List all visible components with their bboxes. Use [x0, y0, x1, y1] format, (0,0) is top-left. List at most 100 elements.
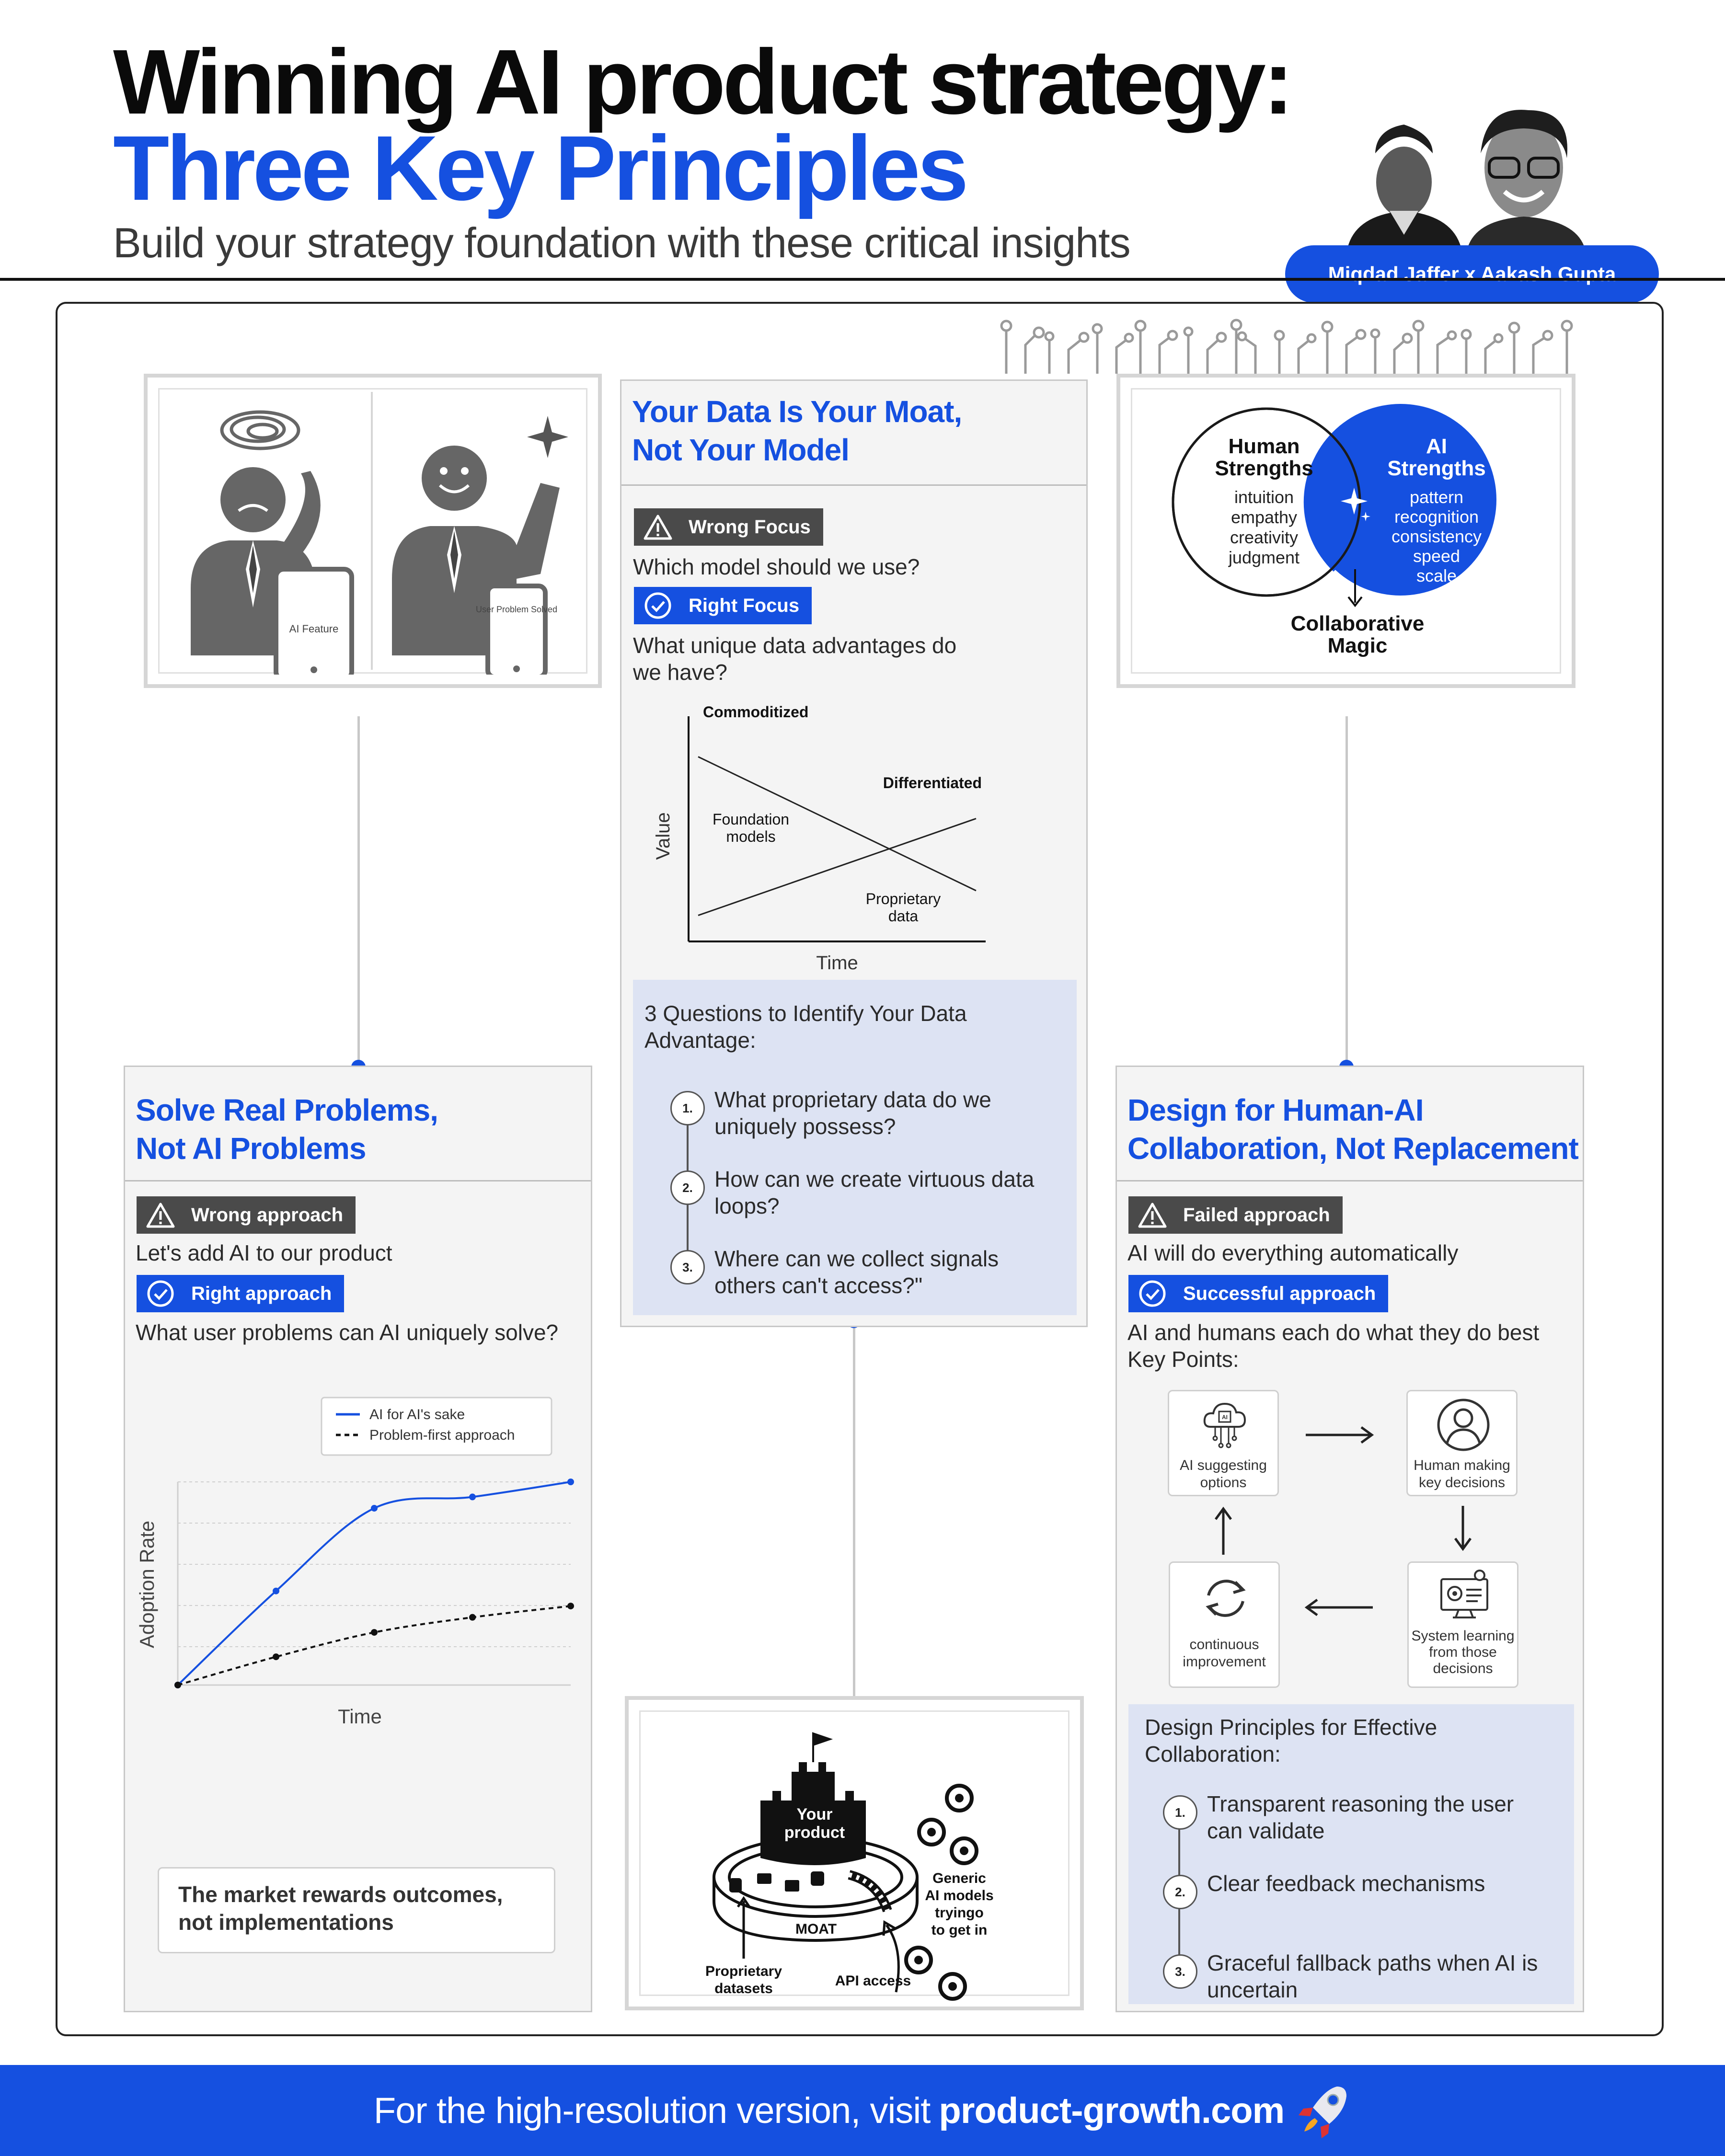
right-focus-text-1: What unique data advantages do: [633, 633, 957, 658]
wrong-approach-text: Let's add AI to our product: [136, 1240, 392, 1265]
foundation-models-label-1: Foundation: [713, 811, 789, 828]
list-item-text: How can we create virtuous data: [714, 1167, 1035, 1192]
list-item-text: Clear feedback mechanisms: [1207, 1871, 1485, 1896]
arrow-left-icon: [1304, 1598, 1318, 1617]
datasets-label-2: datasets: [714, 1981, 773, 1996]
venn-result-1: Collaborative: [1291, 612, 1425, 635]
list-number-badge: 1.: [1163, 1795, 1197, 1830]
page-subtitle: Build your strategy foundation with thes…: [113, 219, 1131, 266]
adoption-chart: AI for AI's sake Problem-first approach …: [136, 1397, 574, 1728]
adoption-data-point: [371, 1504, 378, 1512]
moat-label: MOAT: [795, 1921, 837, 1937]
list-item-text-cont: uncertain: [1207, 1977, 1298, 2002]
ai-circle: [1305, 404, 1496, 596]
adoption-data-point: [567, 1603, 574, 1610]
differentiated-label: Differentiated: [883, 774, 982, 791]
list-item-text: Transparent reasoning the user: [1207, 1791, 1514, 1816]
takeaway-line-1: The market rewards outcomes,: [178, 1882, 503, 1907]
failed-approach-text: AI will do everything automatically: [1127, 1240, 1459, 1265]
connector-line-left: [357, 716, 360, 1066]
adoption-data-point: [174, 1682, 181, 1688]
list-item-text: What proprietary data do we: [714, 1087, 991, 1112]
arrow-right-icon: [1360, 1426, 1374, 1444]
takeaway-box: The market rewards outcomes, not impleme…: [158, 1867, 555, 1953]
list-number-badge: 3.: [670, 1250, 705, 1284]
arrow-icon: [882, 1920, 897, 1936]
data-questions-title-1: 3 Questions to Identify Your Data: [644, 1001, 967, 1026]
authors-badge: Miqdad Jaffer x Aakash Gupta: [1285, 245, 1659, 303]
takeaway-line-2: not implementations: [178, 1909, 394, 1935]
solve-problems-card: Solve Real Problems, Not AI Problems Wro…: [124, 1066, 592, 2012]
successful-approach-label: Successful approach: [1183, 1283, 1376, 1304]
design-principles-box: [1128, 1704, 1574, 2004]
wrong-focus-text: Which model should we use?: [633, 554, 920, 579]
generic-label-2: AI models: [925, 1888, 993, 1904]
arrow-down-icon: [1347, 596, 1363, 608]
problem-illustration: AI Feature User Problem Solved: [144, 374, 602, 688]
foundation-models-label-2: models: [726, 828, 775, 845]
wrong-approach-label: Wrong approach: [191, 1204, 344, 1226]
page-title-highlight: Three Key Principles: [113, 116, 968, 219]
author-photo-2: [1466, 110, 1586, 254]
right-phone-label: User Problem Solved: [476, 605, 557, 614]
right-approach-label: Right approach: [191, 1283, 332, 1304]
adoption-data-point: [469, 1614, 476, 1621]
cycle-step-human-deciding: Human making key decisions: [1406, 1390, 1518, 1496]
list-item-text-cont: uniquely possess?: [714, 1114, 896, 1139]
adoption-data-point: [469, 1493, 476, 1501]
failed-approach-tag: Failed approach: [1128, 1196, 1343, 1234]
legend-series-1: AI for AI's sake: [369, 1407, 465, 1422]
connector-line-right: [1346, 716, 1348, 1066]
human-strength-item: empathy: [1231, 507, 1297, 527]
time-axis-label: Time: [816, 952, 858, 974]
human-strength-item: judgment: [1228, 548, 1300, 567]
right-focus-tag: Right Focus: [634, 587, 812, 624]
circuit-decoration: [1000, 319, 1573, 374]
cycle-label-1b: options: [1200, 1475, 1247, 1491]
footer-prefix: For the high-resolution version, visit: [373, 2090, 931, 2131]
ai-strength-item: speed: [1413, 546, 1460, 566]
ai-strength-item: pattern: [1410, 487, 1463, 507]
cycle-arrows: [1214, 1426, 1472, 1617]
cycle-label-2a: Human making: [1414, 1457, 1510, 1473]
collaboration-title-2: Collaboration, Not Replacement: [1127, 1131, 1579, 1166]
ai-strength-item: recognition: [1394, 507, 1479, 527]
data-questions-box: [633, 980, 1077, 1315]
proprietary-data-label-2: data: [888, 907, 918, 925]
user-icon: [1437, 1399, 1490, 1451]
human-strength-item: creativity: [1230, 528, 1298, 547]
right-focus-label: Right Focus: [689, 595, 800, 616]
cycle-label-2b: key decisions: [1418, 1475, 1506, 1491]
castle-icon: [760, 1762, 866, 1865]
right-focus-text-2: we have?: [633, 660, 727, 685]
ai-strength-item: consistency: [1392, 527, 1482, 546]
api-access-label: API access: [835, 1973, 911, 1989]
list-item-text-cont: loops?: [714, 1193, 780, 1218]
castle-label-1: Your: [797, 1805, 833, 1823]
cycle-label-3c: decisions: [1433, 1661, 1493, 1676]
author-photos: [1346, 110, 1586, 254]
cycle-label-3a: System learning: [1411, 1628, 1515, 1644]
data-moat-title-2: Not Your Model: [632, 433, 850, 467]
adoption-data-point: [567, 1479, 574, 1485]
rocket-icon: [1299, 2087, 1347, 2138]
right-approach-text: What user problems can AI uniquely solve…: [136, 1320, 559, 1345]
list-item-text-cont: can validate: [1207, 1818, 1325, 1843]
generic-label-4: to get in: [932, 1922, 988, 1938]
value-series-line: [698, 818, 977, 917]
adoption-data-point: [273, 1653, 279, 1661]
arrow-down-icon: [1454, 1537, 1472, 1551]
wrong-focus-label: Wrong Focus: [689, 516, 811, 538]
list-item-text-cont: others can't access?": [714, 1273, 923, 1298]
footer-site-link[interactable]: product-growth.com: [939, 2090, 1285, 2131]
value-axis-label: Value: [653, 812, 674, 860]
warning-icon: [634, 508, 682, 546]
human-strength-item: intuition: [1234, 487, 1294, 507]
right-approach-tag: Right approach: [137, 1275, 345, 1312]
wrong-approach-tag: Wrong approach: [137, 1196, 356, 1234]
legend-series-2: Problem-first approach: [369, 1427, 515, 1443]
refresh-cycle-icon: [1206, 1580, 1246, 1617]
sparkle-icon: [1341, 488, 1368, 515]
author-photo-1: [1346, 125, 1462, 254]
list-number-badge: 1.: [670, 1091, 705, 1125]
